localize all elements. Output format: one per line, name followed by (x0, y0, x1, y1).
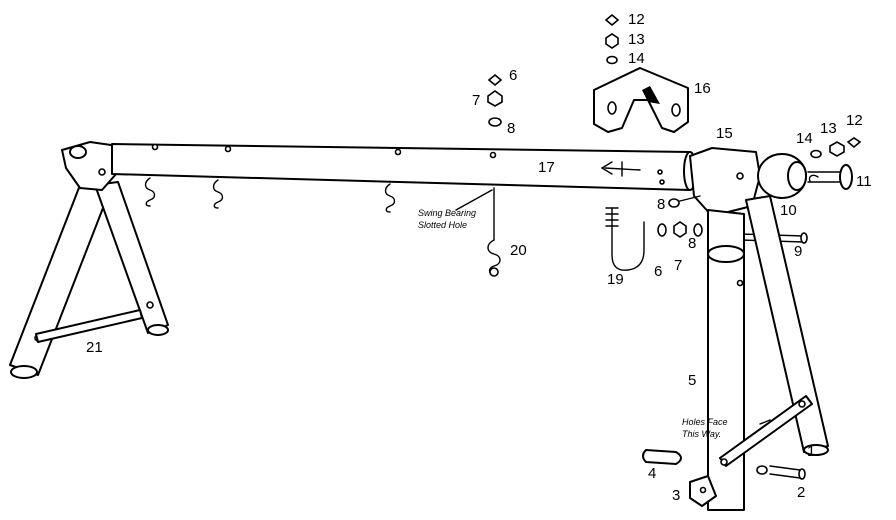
label-9: 9 (794, 243, 802, 260)
label-3: 3 (672, 487, 680, 504)
label-13: 13 (628, 31, 645, 48)
right-legs (707, 195, 829, 511)
notes: Swing Bearing Slotted Hole Holes Face Th… (418, 189, 728, 439)
label-12: 12 (628, 11, 645, 28)
label-5: 5 (688, 372, 696, 389)
right-front-leg-5 (707, 209, 745, 511)
label-1: 1 (807, 443, 815, 460)
label-6: 6 (509, 67, 517, 84)
label-10: 10 (780, 202, 797, 219)
label-6-low: 6 (654, 263, 662, 280)
u-bolt-19 (605, 207, 645, 271)
label-17: 17 (538, 159, 555, 176)
label-15: 15 (716, 125, 733, 142)
top-beam (111, 143, 697, 191)
left-rear-leg (94, 181, 169, 334)
bolt-2 (756, 465, 806, 480)
label-7: 7 (472, 92, 480, 109)
beam-hardware-top (487, 73, 503, 127)
holes-face-note-line1: Holes Face (682, 417, 728, 427)
label-7-low: 7 (674, 257, 682, 274)
swing-bearing-20 (487, 187, 501, 277)
label-13-right: 13 (820, 120, 837, 137)
foot-parts (642, 449, 717, 507)
right-corner-bracket-15 (689, 147, 807, 217)
label-4: 4 (648, 465, 656, 482)
eye-bolt-11 (807, 137, 862, 190)
label-14-right: 14 (796, 130, 813, 147)
label-8-mid: 8 (657, 196, 665, 213)
label-11: 11 (856, 173, 872, 190)
plug-4 (642, 449, 682, 465)
mid-hardware (657, 195, 703, 238)
label-19: 19 (607, 271, 624, 288)
swing-bearing-note-line2: Slotted Hole (418, 220, 467, 230)
left-a-frame (9, 141, 169, 379)
swing-hooks (144, 177, 396, 213)
label-16: 16 (694, 80, 711, 97)
top-bracket-16 (593, 13, 689, 133)
label-12-right: 12 (846, 112, 863, 129)
label-14: 14 (628, 50, 645, 67)
left-cross-brace (35, 309, 143, 343)
label-21: 21 (86, 339, 103, 356)
holes-face-note-line2: This Way. (682, 429, 721, 439)
label-8: 8 (507, 120, 515, 137)
callout-labels: 12 13 14 16 6 7 8 15 14 13 12 11 10 17 8… (86, 11, 872, 504)
swing-bearing-note-line1: Swing Bearing (418, 208, 476, 218)
label-8-low: 8 (688, 235, 696, 252)
label-2: 2 (797, 484, 805, 501)
label-20: 20 (510, 242, 527, 259)
right-rear-leg (745, 195, 829, 453)
